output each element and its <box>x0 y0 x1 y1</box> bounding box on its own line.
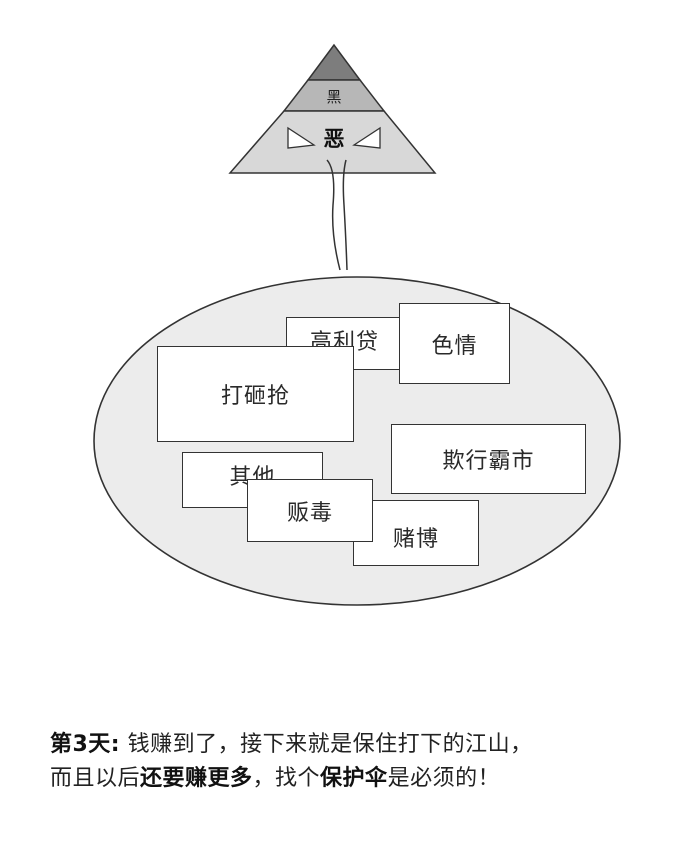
box-seqing-label: 色情 <box>431 333 478 359</box>
pyramid-bottom-tier <box>228 110 437 174</box>
pyramid-label-top: 黑 <box>326 88 341 106</box>
box-fandu-label: 贩毒 <box>286 500 333 526</box>
box-qixinghangshi: 欺行霸市 <box>391 424 586 494</box>
caption-day-label: 第3天: <box>50 732 121 757</box>
caption-line-1: 第3天: 钱赚到了，接下来就是保住打下的江山， <box>50 728 670 762</box>
box-dazaqiang: 打砸抢 <box>157 346 354 442</box>
box-dazaqiang-label: 打砸抢 <box>220 384 290 409</box>
box-qixinghangshi-label: 欺行霸市 <box>442 449 535 474</box>
caption-line2-bold1: 还要赚更多 <box>140 766 253 791</box>
box-dubo: 赌博 <box>353 500 479 566</box>
box-fandu: 贩毒 <box>247 479 373 542</box>
caption-line2-b: ，找个 <box>252 766 321 791</box>
box-dubo-label: 赌博 <box>392 527 439 552</box>
box-seqing: 色情 <box>399 303 510 384</box>
caption-line-2: 而且以后还要赚更多，找个保护伞是必须的！ <box>50 762 670 796</box>
caption-line2-c: 是必须的！ <box>387 766 501 791</box>
connector-rope <box>326 159 348 271</box>
left-eye-icon <box>287 126 316 149</box>
caption-text: 第3天: 钱赚到了，接下来就是保住打下的江山， 而且以后还要赚更多，找个保护伞是… <box>50 728 670 796</box>
caption-line2-bold2: 保护伞 <box>320 766 388 791</box>
caption-line2-a: 而且以后 <box>50 766 141 791</box>
right-eye-icon <box>352 126 381 149</box>
pyramid-top-tier <box>306 43 362 81</box>
caption-line1-text: 钱赚到了，接下来就是保住打下的江山， <box>120 732 533 757</box>
pyramid-label-bottom: 恶 <box>324 127 345 151</box>
